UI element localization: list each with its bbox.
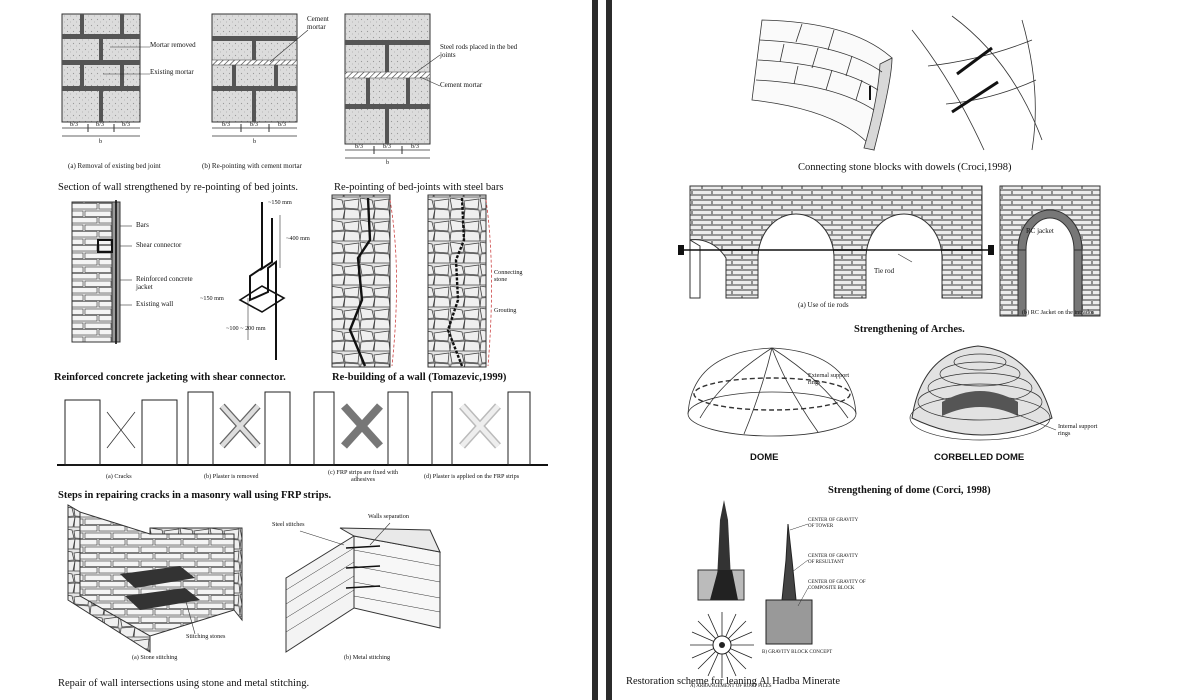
label-rc-jacket: Reinforced concrete jacket <box>136 275 193 291</box>
caption-dowels: Connecting stone blocks with dowels (Cro… <box>798 162 1012 173</box>
label-cog-resultant: CENTER OF GRAVITY OF RESULTANT <box>808 554 859 565</box>
dowel-joint-drawing <box>911 15 1043 151</box>
corbelled-dome-drawing <box>909 345 1057 441</box>
caption-plaster-removed: (b) Plaster is removed <box>204 473 259 480</box>
left-page-drawings <box>57 13 548 653</box>
dim-b3: b/3 <box>383 143 391 150</box>
caption-cracks: (a) Cracks <box>106 473 132 480</box>
dim-400: ~400 mm <box>286 235 310 242</box>
caption-frp-steps: Steps in repairing cracks in a masonry w… <box>58 490 332 501</box>
label-cog-tower: CENTER OF GRAVITY OF TOWER <box>808 518 859 529</box>
title-dome: Strengthening of dome (Corci, 1998) <box>828 485 991 496</box>
label-corbelled-dome: CORBELLED DOME <box>934 452 1025 463</box>
dim-150-left: ~150 mm <box>200 295 224 302</box>
caption-stone-stitching: (a) Stone stitching <box>132 654 178 661</box>
stone-stitching-drawing <box>67 504 243 653</box>
dim-b: b <box>253 138 257 145</box>
label-mortar-removed: Mortar removed <box>150 41 196 49</box>
label-internal-rings: Internal support rings <box>1058 423 1098 437</box>
caption-rc-intrados: (b) RC Jacket on the intrados <box>1022 309 1095 316</box>
dim-b3: b/3 <box>96 121 104 128</box>
dim-b: b <box>99 138 103 145</box>
wall-section-b <box>211 13 309 137</box>
dome-drawing <box>687 347 857 437</box>
dim-b3: b/3 <box>222 121 230 128</box>
caption-rebuilding: Re-building of a wall (Tomazevic,1999) <box>332 372 507 383</box>
label-dome: DOME <box>750 452 779 463</box>
dowel-vault-drawing <box>751 19 893 151</box>
caption-gravity-block: B) GRAVITY BLOCK CONCEPT <box>762 650 833 655</box>
caption-repointing-steel: Re-pointing of bed-joints with steel bar… <box>334 182 504 193</box>
metal-stitching-drawing <box>285 522 441 653</box>
caption-wall-intersections: Repair of wall intersections using stone… <box>58 678 310 689</box>
caption-tie-rods: (a) Use of tie rods <box>798 301 849 309</box>
dim-b3: b/3 <box>278 121 286 128</box>
dim-b3: b/3 <box>411 143 419 150</box>
label-bars: Bars <box>136 221 149 229</box>
caption-panel-b: (b) Re-pointing with cement mortar <box>202 162 302 170</box>
wall-section-a <box>61 13 150 137</box>
caption-root-piles: A) ARRANGEMENT OF ROOT PILES <box>690 684 772 689</box>
label-steel-rods: Steel rods placed in the bed joints <box>440 43 518 59</box>
caption-metal-stitching: (b) Metal stitching <box>344 654 391 661</box>
label-external-rings: External support rings <box>808 372 850 386</box>
label-tie-rod: Tie rod <box>874 267 895 275</box>
label-cement-mortar-c: Cement mortar <box>440 81 483 89</box>
label-existing-mortar: Existing mortar <box>150 68 194 76</box>
arch-tie-rod-drawing <box>678 185 994 299</box>
dim-100-200: ~100 ~ 200 mm <box>226 325 266 332</box>
dim-b3: b/3 <box>355 143 363 150</box>
label-walls-separation: Walls separation <box>368 513 409 520</box>
label-stitching-stones: Stitching stones <box>186 633 226 640</box>
right-page-drawings <box>678 15 1101 678</box>
wall-section-c <box>344 13 441 159</box>
minaret-gravity-block-drawing <box>765 523 813 645</box>
dim-150-top: ~150 mm <box>268 199 292 206</box>
label-rc-jacket-arch: RC jacket <box>1026 227 1054 235</box>
left-page: Mortar removed Existing mortar b/3 b/3 b… <box>0 0 592 700</box>
label-connecting-stone: Connecting stone <box>494 269 523 283</box>
dim-b3: b/3 <box>250 121 258 128</box>
dim-b3: b/3 <box>122 121 130 128</box>
title-arches: Strengthening of Arches. <box>854 324 965 335</box>
label-shear-connector: Shear connector <box>136 241 182 249</box>
label-cement-mortar: Cement mortar <box>307 15 329 31</box>
label-grouting: Grouting <box>494 307 517 314</box>
rebuilding-drawing <box>331 194 492 368</box>
dim-b3: b/3 <box>70 121 78 128</box>
rc-jacket-drawing <box>71 200 286 360</box>
right-page: Connecting stone blocks with dowels (Cro… <box>612 0 1200 700</box>
frp-panels <box>57 391 548 466</box>
label-steel-stitches: Steel stitches <box>272 521 305 528</box>
caption-rc-jacketing: Reinforced concrete jacketing with shear… <box>54 372 286 383</box>
caption-frp-fixed: (c) FRP strips are fixed with adhesives <box>327 469 399 483</box>
caption-panel-a: (a) Removal of existing bed joint <box>68 162 161 170</box>
page-divider <box>606 0 612 700</box>
dim-b: b <box>386 159 390 166</box>
label-cog-composite: CENTER OF GRAVITY OF COMPOSITE BLOCK <box>808 580 866 591</box>
caption-section-wall: Section of wall strengthened by re-point… <box>58 182 298 193</box>
title-minaret: Restoration scheme for leaning Al Hadba … <box>626 676 841 687</box>
minaret-root-piles-drawing <box>690 500 754 678</box>
page-divider <box>591 0 598 700</box>
caption-plaster-applied: (d) Plaster is applied on the FRP strips <box>424 473 520 480</box>
arch-rc-jacket-drawing <box>999 185 1101 317</box>
label-existing-wall: Existing wall <box>136 300 174 308</box>
